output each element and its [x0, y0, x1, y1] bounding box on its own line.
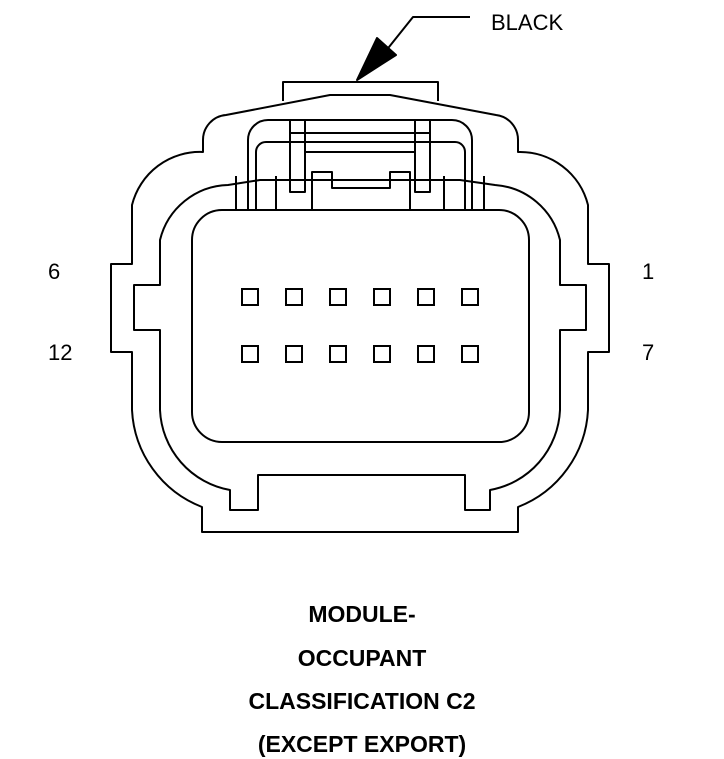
pin-cavity: [373, 288, 391, 306]
pin-label-bottom-left: 12: [48, 340, 73, 365]
caption-line-1: MODULE-: [308, 601, 416, 627]
pin-face: [191, 209, 530, 443]
pin-label-top-left: 6: [48, 259, 61, 284]
callout-arrowhead: [356, 37, 397, 81]
pin-label-bottom-right: 7: [642, 340, 655, 365]
pin-cavity: [417, 345, 435, 363]
pin-cavity: [417, 288, 435, 306]
caption-line-4: (EXCEPT EXPORT): [257, 731, 467, 757]
pin-cavity: [285, 288, 303, 306]
color-callout-label: BLACK: [491, 10, 564, 35]
pin-cavity: [373, 345, 391, 363]
connector-outer-housing: [110, 94, 610, 533]
pin-label-top-right: 1: [642, 259, 655, 284]
connector-top-tab: [282, 81, 439, 101]
pin-cavities: [241, 288, 479, 363]
pin-cavity: [329, 345, 347, 363]
latch-arm-left: [289, 120, 306, 193]
connector-inner-housing: [133, 179, 587, 511]
pin-cavity: [285, 345, 303, 363]
pin-cavity: [461, 345, 479, 363]
pin-cavity: [241, 288, 259, 306]
pin-cavity: [241, 345, 259, 363]
caption-line-3: CLASSIFICATION C2: [248, 688, 476, 714]
pin-cavity: [461, 288, 479, 306]
pin-cavity: [329, 288, 347, 306]
latch-bridge: [311, 171, 411, 210]
latch-inner: [255, 141, 466, 210]
callout-leader-line: [384, 16, 470, 53]
latch-arm-right: [414, 120, 431, 193]
caption-line-2: OCCUPANT: [297, 645, 427, 671]
latch-outer: [247, 119, 473, 210]
